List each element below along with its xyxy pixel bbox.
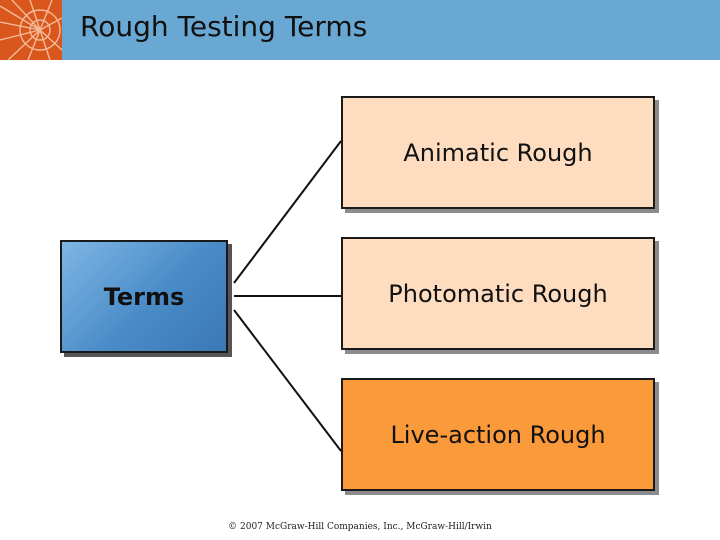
header-bar [0, 0, 720, 60]
child-box-animatic-rough: Animatic Rough [341, 96, 655, 209]
connector-line-live [233, 309, 342, 452]
logo-starburst-icon [0, 0, 62, 60]
child-box-label: Animatic Rough [403, 138, 593, 167]
child-box-photomatic-rough: Photomatic Rough [341, 237, 655, 350]
child-box-label: Photomatic Rough [388, 279, 608, 308]
page-title: Rough Testing Terms [80, 10, 368, 43]
root-box-label: Terms [103, 282, 185, 311]
child-box-live-action-rough: Live-action Rough [341, 378, 655, 491]
child-box-label: Live-action Rough [390, 420, 606, 449]
copyright-footer: © 2007 McGraw-Hill Companies, Inc., McGr… [228, 522, 492, 532]
connector-line-animatic [233, 140, 342, 284]
root-box-terms: Terms [60, 240, 228, 353]
